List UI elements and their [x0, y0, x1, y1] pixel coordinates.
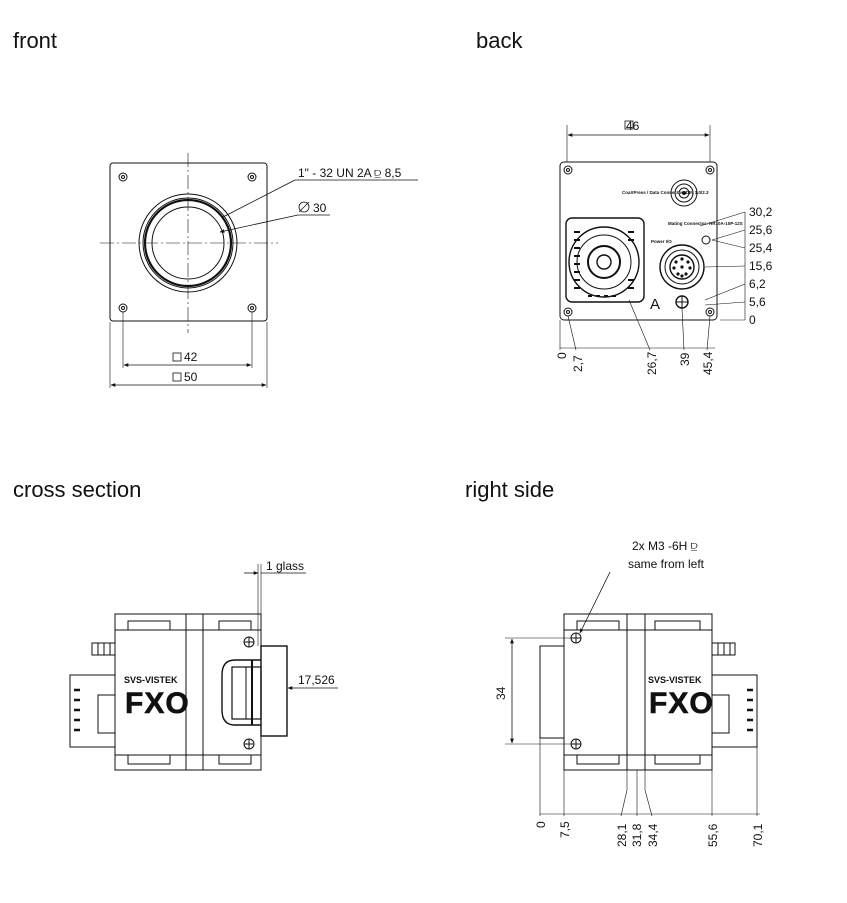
dim-label-5-6: 5,6 — [749, 295, 766, 309]
square-symbol-46 — [624, 120, 634, 130]
mating-connector-label: Mating Connector: HR10A-10P-12S — [668, 221, 743, 226]
front-lens-mount-outer — [138, 193, 238, 293]
cross-section-view-title: cross section — [13, 477, 142, 502]
screw-label-line1: 2x M3 -6H ⫒ — [632, 539, 698, 553]
back-bottom-dim-labels: 0 2,7 26,7 39 45,4 — [555, 351, 715, 375]
power-io-label: Power I/O — [651, 239, 672, 244]
cs-top-fin-2 — [218, 620, 252, 631]
rs-bottom-dim-labels: 0 7,5 28,1 31,8 34,4 55,6 70,1 — [534, 821, 765, 847]
rs-model-logo: FXO — [649, 687, 714, 720]
dim-label-30-2: 30,2 — [749, 205, 773, 219]
dim-46-label: 46 — [626, 119, 640, 133]
right-side-view-title: right side — [465, 477, 555, 502]
diameter-label: 30 — [313, 201, 327, 215]
rs-screw-hole-icons — [570, 632, 582, 750]
flange-distance-label: 17,526 — [298, 673, 335, 687]
rs-bottom-fin-2 — [654, 754, 701, 765]
cs-bnc-connector — [91, 642, 116, 656]
cooling-fan-icon — [565, 217, 645, 303]
dim-label-25-6: 25,6 — [749, 223, 773, 237]
front-lens-mount-ring — [143, 198, 233, 288]
front-lens-mount-thread — [142, 197, 234, 289]
front-view-title: front — [13, 28, 58, 53]
connector-letter: A — [650, 296, 660, 313]
back-led-icon — [701, 235, 711, 245]
rs-dim-label-28-1: 28,1 — [615, 823, 629, 847]
dim-label-25-4: 25,4 — [749, 241, 773, 255]
screw-leader — [579, 571, 611, 634]
glass-label: 1 glass — [266, 559, 304, 573]
rs-dim-label-7-5: 7,5 — [558, 821, 572, 838]
cs-bottom-fin — [127, 754, 171, 765]
front-sensor-opening — [151, 206, 225, 280]
screw-label-line2: same from left — [628, 557, 705, 571]
dim-label-6-2: 6,2 — [749, 277, 766, 291]
back-view — [559, 120, 746, 351]
back-bottom-dim-leaders — [559, 299, 715, 351]
back-ground-screw-icon — [675, 295, 689, 309]
front-body-outline — [109, 162, 268, 322]
rs-dim-label-31-8: 31,8 — [630, 823, 644, 847]
dim-label-x-39: 39 — [678, 352, 692, 366]
square-symbol-42 — [172, 352, 182, 362]
rs-rear-connector-plug — [711, 694, 730, 734]
dim-label-x-45-4: 45,4 — [701, 351, 715, 375]
back-right-dim-leaders — [699, 211, 746, 321]
diameter-leader — [219, 214, 299, 233]
rs-dim-label-55-6: 55,6 — [706, 823, 720, 847]
rs-dim-label-70-1: 70,1 — [751, 823, 765, 847]
power-io-connector-icon — [659, 244, 705, 290]
square-symbol-50 — [172, 372, 182, 382]
rs-top-fin-2 — [654, 620, 701, 631]
dim-label-15-6: 15,6 — [749, 259, 773, 273]
thread-label: 1" - 32 UN 2A ⫒ 8,5 — [298, 166, 402, 180]
dim-label-x-0: 0 — [555, 352, 569, 359]
cs-brand-logo: SVS-VISTEK — [124, 675, 178, 685]
back-body-outline — [559, 161, 718, 321]
cs-top-fin — [127, 620, 171, 631]
rs-lens-mount — [539, 645, 565, 739]
dim-42-label: 42 — [184, 350, 198, 364]
thread-leader — [222, 179, 296, 218]
cross-section-view — [69, 564, 338, 771]
cs-bottom-fin-2 — [218, 754, 252, 765]
cs-model-logo: FXO — [125, 687, 190, 720]
rs-bnc-connector — [711, 642, 736, 656]
diameter-symbol — [298, 201, 310, 213]
rs-dim-label-34-4: 34,4 — [646, 823, 660, 847]
rs-rear-connector-pins — [747, 688, 753, 732]
back-view-title: back — [476, 28, 523, 53]
cs-lens-mount — [221, 645, 288, 737]
rs-bottom-dim-leaders — [539, 738, 760, 817]
dim-label-0: 0 — [749, 313, 756, 327]
back-right-dim-labels: 30,2 25,6 25,4 15,6 6,2 5,6 0 — [749, 205, 773, 327]
dim-34-label: 34 — [494, 686, 508, 700]
dim-50-label: 50 — [184, 370, 198, 384]
rs-brand-logo: SVS-VISTEK — [648, 675, 702, 685]
cs-rear-connector-plug — [97, 694, 116, 734]
coaxpress-label: CoaXPress / Data Connector: DIN 1.0/2.3 — [622, 190, 709, 195]
dim-label-x-26-7: 26,7 — [645, 351, 659, 375]
rs-dim-label-0: 0 — [534, 821, 548, 828]
dim-label-x-2-7: 2,7 — [571, 355, 585, 372]
front-view — [100, 153, 418, 388]
cs-screw-icons — [243, 636, 255, 750]
rs-top-fin — [576, 620, 620, 631]
rs-bottom-fin — [576, 754, 620, 765]
front-screw-holes — [118, 172, 257, 313]
right-side-view — [505, 571, 760, 817]
coaxpress-connector-icon — [670, 179, 698, 207]
cs-rear-connector-pins — [74, 688, 80, 732]
